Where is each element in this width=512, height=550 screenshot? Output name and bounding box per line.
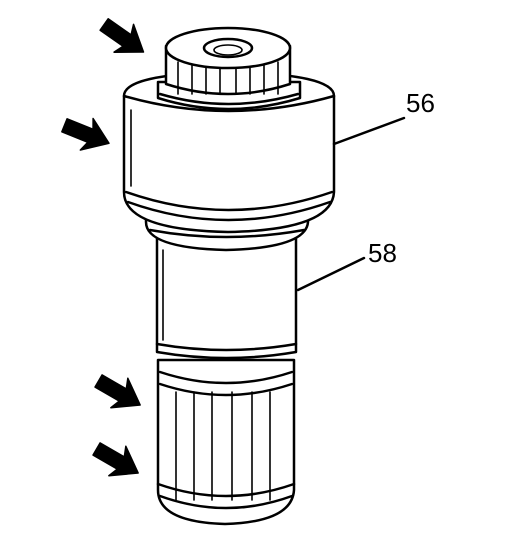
arrow-drum-icon xyxy=(61,117,110,151)
arrow-top-gear-icon xyxy=(99,18,145,53)
bottom-spline-section xyxy=(156,358,296,526)
leader-line-56 xyxy=(332,116,406,146)
main-drum xyxy=(122,70,336,234)
arrow-bottom-spline-icon xyxy=(94,374,141,409)
middle-shaft xyxy=(155,236,298,360)
callout-label-58: 58 xyxy=(368,238,397,268)
bottom-spline-ridges xyxy=(175,391,271,501)
top-gear-hub xyxy=(156,26,302,111)
callout-label-56: 56 xyxy=(406,88,435,118)
leader-line-58 xyxy=(296,256,366,292)
arrow-bottom-ring-icon xyxy=(92,442,139,477)
